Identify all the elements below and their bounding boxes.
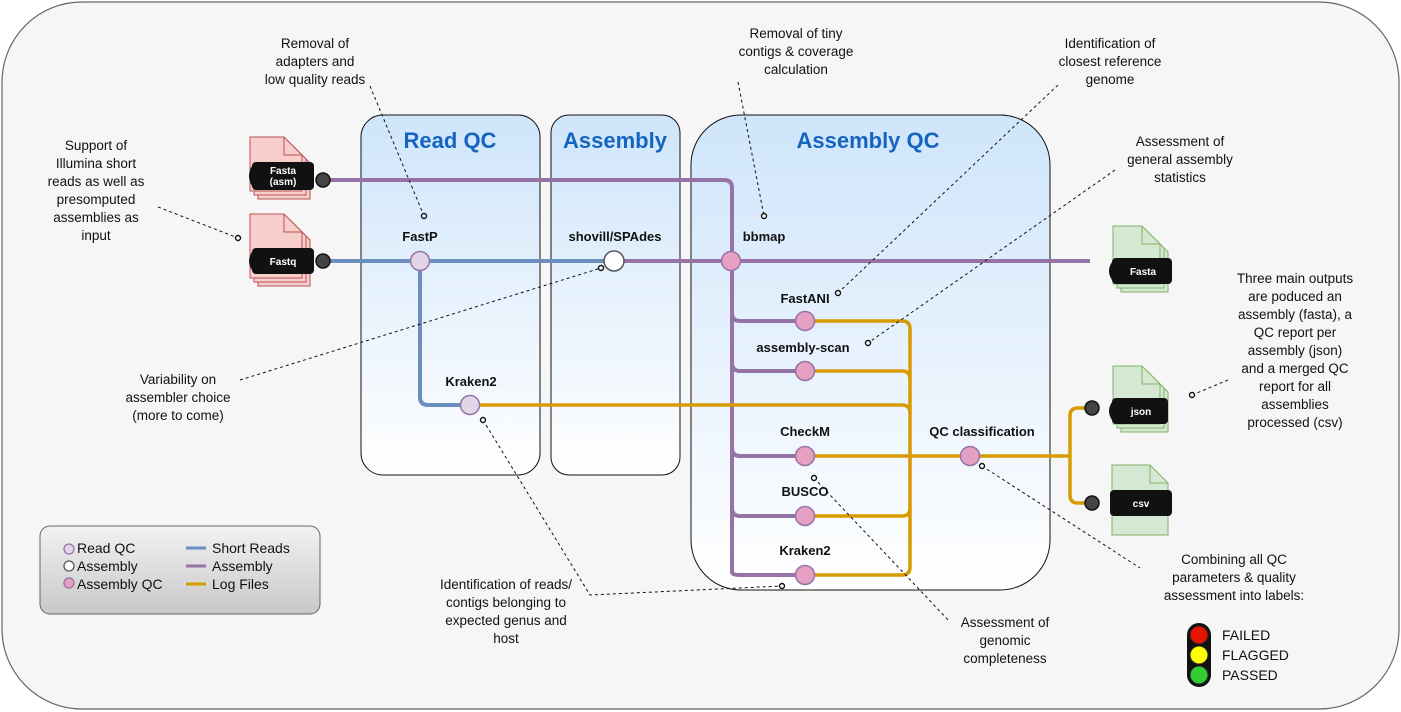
label-passed: PASSED: [1222, 667, 1278, 683]
stage-box-read-qc: [360, 114, 541, 476]
legend-assembly-qc: Assembly QC: [77, 576, 163, 592]
input-port-fasta-asm: [315, 172, 331, 188]
legend-assembly: Assembly: [77, 558, 138, 574]
input-file-fastq: Fastq: [249, 213, 314, 287]
output-file-json: json: [1109, 365, 1169, 433]
node-label-kraken2-read: Kraken2: [445, 374, 496, 389]
node-kraken2-asm: [794, 564, 816, 586]
legend-read-qc: Read QC: [77, 540, 135, 556]
traffic-light-flagged: [1189, 645, 1209, 665]
input-label-fastq: Fastq: [270, 257, 297, 268]
short-reads-lines: [324, 259, 614, 407]
node-busco: [794, 505, 816, 527]
legend-log-files: Log Files: [212, 576, 269, 592]
traffic-light-passed: [1189, 665, 1209, 685]
input-port-fastq: [315, 253, 331, 269]
node-shovill: [603, 250, 625, 272]
node-label-kraken2-asm: Kraken2: [779, 543, 830, 558]
output-file-fasta: Fasta: [1109, 225, 1172, 293]
node-label-checkm: CheckM: [780, 424, 830, 439]
assembly-lines: [324, 178, 1090, 577]
input-file-fasta-asm: Fasta(asm): [249, 136, 314, 200]
legend-short-reads: Short Reads: [212, 540, 290, 556]
output-label-fasta: Fasta: [1130, 267, 1157, 278]
stage-title-assembly-qc: Assembly QC: [796, 128, 939, 153]
node-label-fastani: FastANI: [780, 291, 829, 306]
output-port-csv: [1084, 495, 1100, 511]
node-label-busco: BUSCO: [782, 484, 829, 499]
node-kraken2-read: [459, 394, 481, 416]
label-flagged: FLAGGED: [1222, 647, 1289, 663]
label-failed: FAILED: [1222, 627, 1270, 643]
legend-assembly-qc-marker: [63, 577, 75, 589]
node-label-bbmap: bbmap: [743, 229, 786, 244]
node-label-assembly-scan: assembly-scan: [756, 340, 849, 355]
node-checkm: [794, 445, 816, 467]
node-fastp: [409, 250, 431, 272]
input-label-fasta-asm: Fasta(asm): [270, 166, 297, 188]
stage-title-assembly: Assembly: [563, 128, 668, 153]
node-assembly-scan: [794, 360, 816, 382]
traffic-light-failed: [1189, 625, 1209, 645]
output-label-csv: csv: [1133, 499, 1150, 510]
legend-assembly-marker: [63, 560, 75, 572]
stage-title-read-qc: Read QC: [404, 128, 497, 153]
node-label-fastp: FastP: [402, 229, 438, 244]
legend-assembly-line-label: Assembly: [212, 558, 273, 574]
node-bbmap: [720, 250, 742, 272]
note-genus-host: Identification of reads/contigs belongin…: [440, 577, 572, 646]
node-qc-classification: [959, 445, 981, 467]
output-file-csv: csv: [1110, 464, 1172, 536]
legend: Read QC Assembly Assembly QC Short Reads…: [39, 525, 321, 615]
stage-box-assembly: [550, 114, 681, 476]
leader-lines: [157, 81, 1229, 623]
output-port-json: [1084, 400, 1100, 416]
node-label-shovill: shovill/SPAdes: [569, 229, 662, 244]
node-fastani: [794, 310, 816, 332]
stage-box-assembly-qc: [690, 114, 1051, 591]
output-label-json: json: [1130, 407, 1152, 418]
legend-read-qc-marker: [63, 543, 75, 555]
traffic-light: FAILED FLAGGED PASSED: [1187, 623, 1289, 687]
node-label-qc-classification: QC classification: [929, 424, 1035, 439]
